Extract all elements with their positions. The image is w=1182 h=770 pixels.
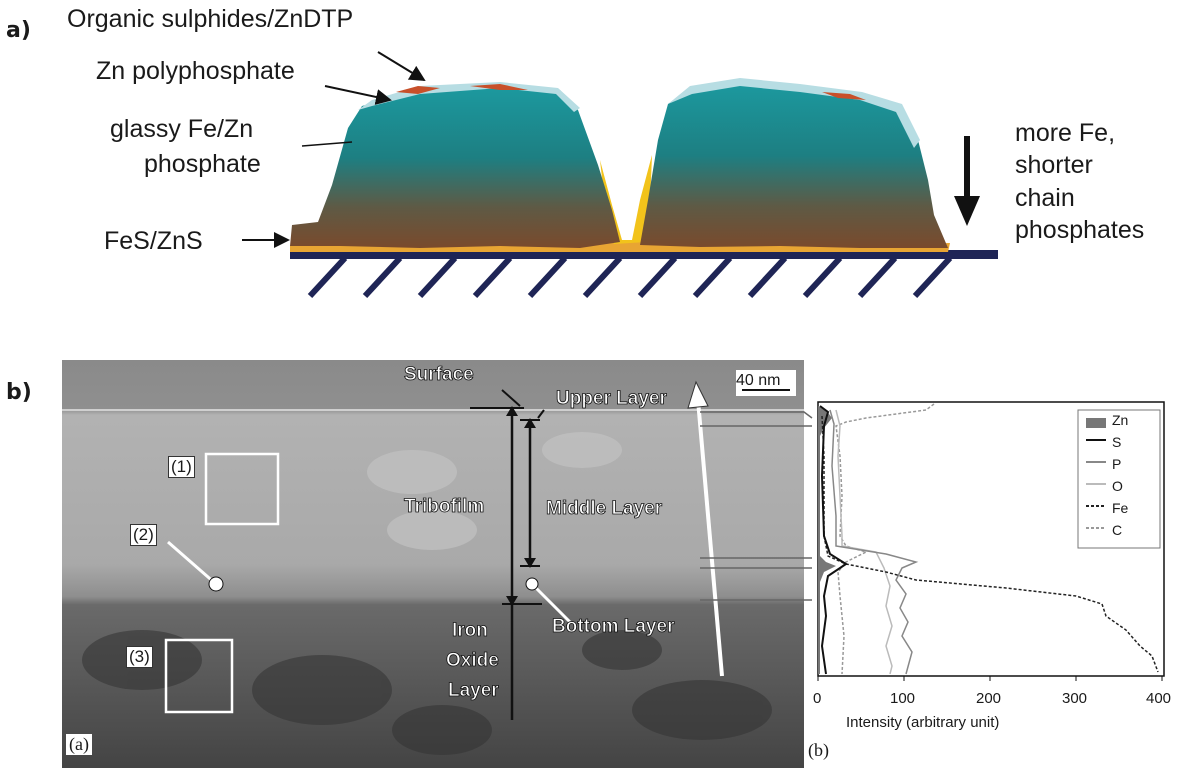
label-upper-layer: Upper Layer — [556, 388, 668, 410]
scale-bar-label: 40 nm — [736, 372, 781, 389]
legend-o: O — [1112, 478, 1123, 494]
tick-200: 200 — [976, 690, 1002, 707]
o-profile — [835, 409, 893, 675]
down-arrow-icon — [954, 136, 980, 226]
tick-300: 300 — [1062, 690, 1088, 707]
region-2-label: (2) — [130, 524, 157, 546]
legend-fe: Fe — [1112, 500, 1129, 516]
right-pad — [640, 80, 948, 248]
label-right-line1: more Fe, — [1015, 119, 1116, 147]
left-pad — [290, 84, 620, 248]
label-right-line4: phosphates — [1015, 216, 1145, 244]
tick-400: 400 — [1146, 690, 1172, 707]
tick-0: 0 — [813, 690, 822, 707]
label-middle-layer: Middle Layer — [546, 498, 663, 520]
organic-patch-2 — [470, 84, 528, 90]
region-1-label: (1) — [168, 456, 195, 478]
substrate-surface — [290, 250, 998, 259]
label-tribofilm: Tribofilm — [404, 496, 485, 518]
tribofilm-schematic — [242, 51, 998, 299]
tem-micrograph — [62, 360, 804, 768]
profile-xlabel: Intensity (arbitrary unit) — [846, 714, 1000, 731]
panel-b-letter: b) — [6, 380, 32, 405]
legend-c: C — [1112, 522, 1123, 538]
zn-profile — [818, 406, 836, 674]
legend-s: S — [1112, 434, 1122, 450]
legend-zn: Zn — [1112, 412, 1129, 428]
label-bottom-layer: Bottom Layer — [552, 616, 675, 638]
right-poly-cap — [668, 78, 920, 148]
tick-100: 100 — [890, 690, 916, 707]
connector-lines — [700, 411, 813, 601]
organic-patch-1 — [396, 86, 440, 94]
label-zn-polyphosphate: Zn polyphosphate — [96, 57, 295, 85]
label-iron-line2: Oxide — [446, 650, 500, 672]
label-surface: Surface — [404, 364, 474, 386]
label-iron-line3: Layer — [448, 680, 499, 702]
region-3-label: (3) — [126, 646, 153, 668]
label-organic-sulphides: Organic sulphides/ZnDTP — [67, 5, 354, 33]
label-right-line3: chain — [1015, 184, 1075, 212]
label-glassy-line1: glassy Fe/Zn — [110, 115, 254, 143]
label-fes-zns: FeS/ZnS — [104, 227, 203, 255]
legend-p: P — [1112, 456, 1122, 472]
panel-a-letter: a) — [6, 18, 31, 43]
profile-sublabel: (b) — [808, 740, 829, 760]
s-profile — [819, 405, 848, 675]
label-iron-line1: Iron — [452, 620, 489, 642]
label-right-line2: shorter — [1015, 151, 1093, 179]
intensity-profile — [817, 401, 1165, 681]
label-glassy-line2: phosphate — [144, 150, 261, 178]
organic-patch-3 — [822, 92, 866, 100]
c-profile — [835, 403, 935, 675]
p-profile — [829, 409, 919, 675]
micrograph-sublabel: (a) — [66, 734, 92, 755]
substrate-hatching — [307, 255, 953, 299]
